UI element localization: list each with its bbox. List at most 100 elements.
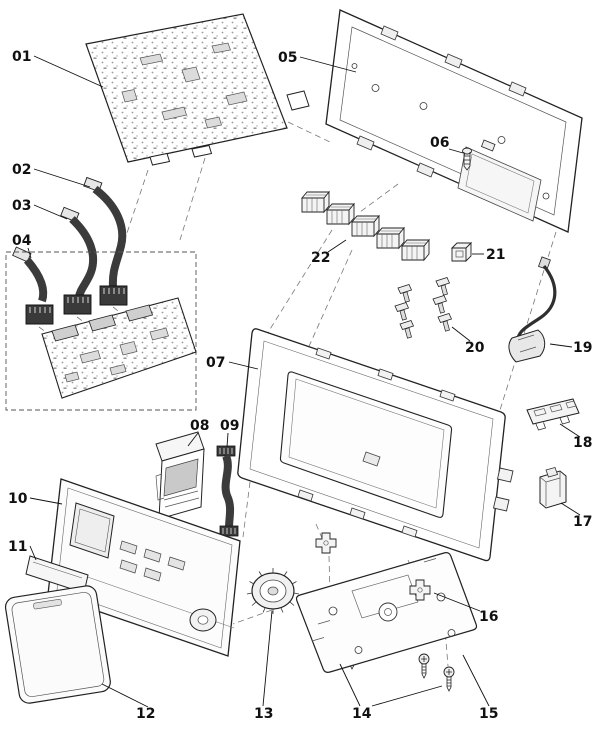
bracket17-hook xyxy=(545,467,559,478)
leader-line-08 xyxy=(187,432,199,447)
part-harness-cable-3 xyxy=(12,246,54,325)
callout-label-15: 15 xyxy=(479,706,498,722)
leader-line-15 xyxy=(462,654,490,707)
leader-line-10 xyxy=(29,497,63,505)
inset-dashed-box xyxy=(5,251,197,411)
callout-label-04: 04 xyxy=(12,233,32,249)
part-knob xyxy=(246,568,300,614)
cable2-ribbon xyxy=(69,216,98,298)
cable3-connector-pins xyxy=(29,307,51,313)
cable1-connector-pins xyxy=(103,288,125,294)
screw-3 xyxy=(418,653,430,679)
rear-housing-outline xyxy=(325,9,583,233)
front-frame-window xyxy=(279,371,453,518)
callout-11: 11 xyxy=(8,539,37,561)
leader-line-09 xyxy=(226,432,229,448)
callout-06: 06 xyxy=(430,135,464,154)
part-main-pcb xyxy=(85,13,310,166)
screw06-head xyxy=(462,147,472,155)
lens-strip-line xyxy=(32,561,83,579)
rear-housing-recess-inner xyxy=(465,153,535,214)
cable3-top-connector xyxy=(12,246,32,263)
callout-label-07: 07 xyxy=(206,355,225,371)
cord-plug xyxy=(508,329,546,363)
callout-label-01: 01 xyxy=(12,49,31,65)
terminal-block-3 xyxy=(351,215,380,237)
knob-center xyxy=(267,586,279,596)
front-panel-rim xyxy=(56,487,233,649)
terminal-block-4 xyxy=(376,227,405,249)
door-flap-outer xyxy=(4,585,111,704)
rear-housing-recess xyxy=(457,146,542,222)
screw-4 xyxy=(443,666,455,692)
leader-line-13 xyxy=(262,610,273,707)
leader-line-14a xyxy=(339,663,361,707)
light-pipe-1 xyxy=(397,284,412,303)
callout-04: 04 xyxy=(12,233,32,259)
callout-label-12: 12 xyxy=(136,706,155,722)
bottom-plate-center-hole-inner xyxy=(384,608,392,616)
callout-label-22: 22 xyxy=(311,250,330,266)
front-frame-rim xyxy=(249,340,494,549)
callout-label-16: 16 xyxy=(479,609,498,625)
rear-housing-inner-rim xyxy=(339,26,567,216)
callout-17: 17 xyxy=(560,502,592,530)
part-small-pcb xyxy=(41,297,197,399)
leader-line-05 xyxy=(299,56,357,73)
cable1-ribbon xyxy=(92,185,127,288)
leader-line-20 xyxy=(451,326,471,342)
callout-03: 03 xyxy=(12,198,68,220)
light-pipe-6 xyxy=(437,313,452,332)
leader-line-03 xyxy=(33,204,68,220)
callout-label-02: 02 xyxy=(12,162,31,178)
cord-wire xyxy=(516,265,557,339)
callout-10: 10 xyxy=(8,491,63,507)
cable3-ribbon xyxy=(23,257,48,303)
leader-line-02 xyxy=(33,168,91,188)
bracket17-body xyxy=(539,470,567,509)
front-frame-clips xyxy=(297,347,456,538)
callout-02: 02 xyxy=(12,162,91,188)
callout-label-08: 08 xyxy=(190,418,209,434)
callout-label-09: 09 xyxy=(220,418,239,434)
callout-05: 05 xyxy=(278,50,357,73)
door-flap-inner xyxy=(11,591,105,698)
ribbon-band xyxy=(221,454,235,529)
screw06-clip xyxy=(480,139,496,152)
screw06-shaft xyxy=(463,152,471,171)
door-flap-handle xyxy=(33,598,62,610)
terminal-block-1 xyxy=(301,191,330,213)
callout-15: 15 xyxy=(462,654,498,722)
part-harness-cable-2 xyxy=(60,206,98,315)
ribbon-bottom-connector xyxy=(219,525,239,537)
callout-label-21: 21 xyxy=(486,247,505,263)
leader-line-11 xyxy=(29,545,37,561)
callout-label-17: 17 xyxy=(573,514,592,530)
cord-plug-lines xyxy=(517,334,537,353)
rail18-feet xyxy=(535,416,571,431)
front-frame-window-inner xyxy=(288,378,445,509)
cable1-bottom-connector xyxy=(99,285,128,306)
cable2-connector-pins xyxy=(67,297,89,303)
main-pcb-components xyxy=(121,42,248,129)
display-bracket-screen xyxy=(163,458,199,497)
cable3-bottom-connector xyxy=(25,304,54,325)
clip-1 xyxy=(315,532,337,554)
part-door-flap xyxy=(4,585,111,704)
callout-12: 12 xyxy=(101,683,155,722)
light-pipe-2 xyxy=(394,302,409,321)
rear-housing-bosses xyxy=(351,63,550,200)
bracket17-lines xyxy=(539,471,561,506)
callout-label-10: 10 xyxy=(8,491,28,507)
callout-09: 09 xyxy=(220,418,239,448)
leader-line-01 xyxy=(33,55,104,88)
part-bottom-plate xyxy=(295,552,478,673)
part-display-bracket xyxy=(155,431,205,520)
front-panel-display-inner xyxy=(74,508,111,553)
part-clip-rail xyxy=(526,398,580,431)
terminal-block-5 xyxy=(401,239,430,261)
callout-label-06: 06 xyxy=(430,135,449,151)
leader-line-06 xyxy=(448,148,464,154)
